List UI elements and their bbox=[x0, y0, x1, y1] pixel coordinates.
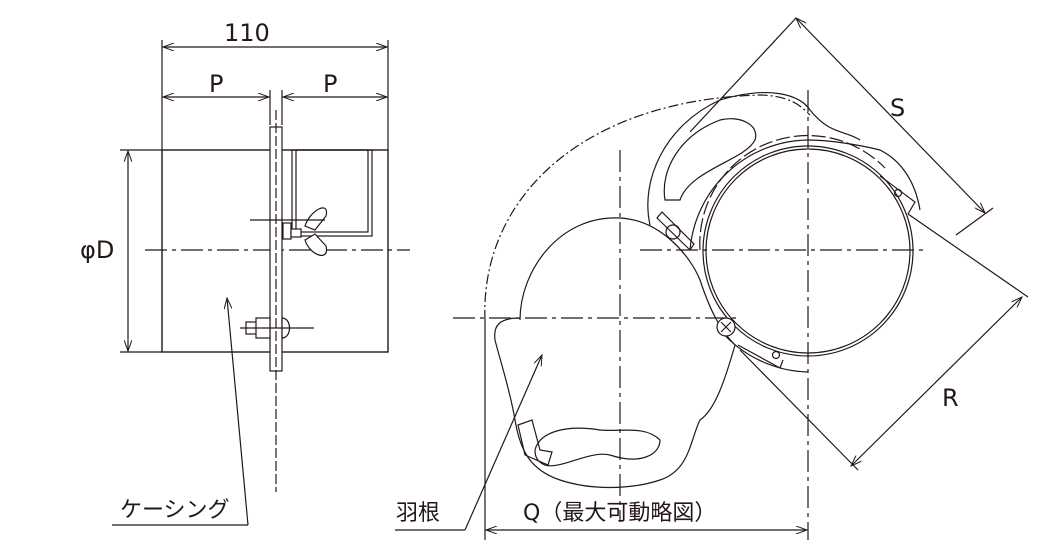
r-extension-line-top bbox=[907, 213, 1029, 298]
wing-nut bbox=[250, 207, 328, 256]
s-dimension-label: S bbox=[890, 94, 906, 122]
q-dimension-label: Q（最大可動略図） bbox=[523, 501, 717, 526]
p-right-label: P bbox=[323, 70, 338, 98]
max-swing-arc bbox=[484, 94, 811, 321]
width-dimension-label: 110 bbox=[224, 19, 270, 47]
blade-leader-line bbox=[464, 355, 542, 531]
screw bbox=[716, 317, 736, 337]
diameter-label: φD bbox=[80, 236, 115, 264]
blade-arrow-mark bbox=[517, 419, 553, 466]
bracket bbox=[291, 149, 373, 237]
side-view bbox=[112, 40, 410, 526]
s-extension-line-top bbox=[689, 17, 797, 133]
wing-bolt bbox=[656, 211, 695, 251]
casing-label: ケーシング bbox=[120, 498, 230, 523]
lower-bolt bbox=[240, 317, 314, 339]
front-view bbox=[395, 17, 1029, 540]
handle-slot bbox=[663, 118, 757, 201]
blade-handle-slot bbox=[534, 427, 661, 467]
r-dimension-line bbox=[851, 297, 1022, 466]
blade-outline bbox=[494, 217, 736, 489]
r-dimension-label: R bbox=[942, 384, 959, 412]
r-extension-line-bottom bbox=[739, 349, 859, 471]
blade-label: 羽根 bbox=[396, 501, 441, 526]
casing-leader-line bbox=[227, 298, 249, 526]
s-dimension-line bbox=[796, 18, 985, 213]
p-left-label: P bbox=[209, 70, 224, 98]
